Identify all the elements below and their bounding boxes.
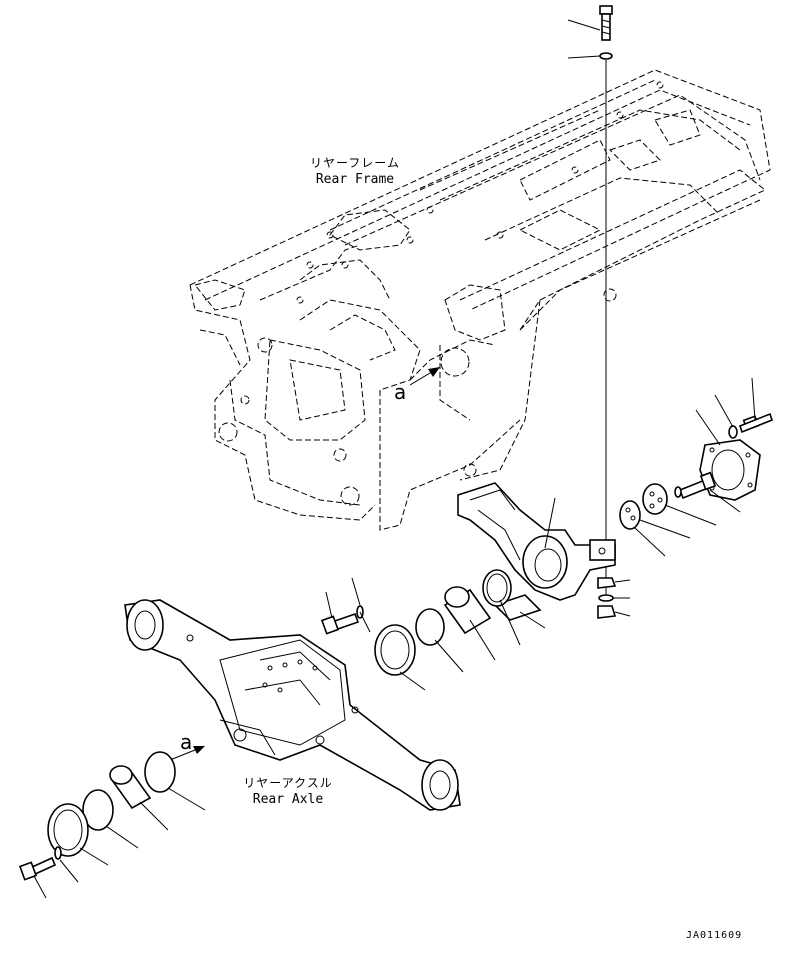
right-lower-washer [674,486,682,498]
top-washer [599,52,613,60]
rear-frame-label-en: Rear Frame [315,172,395,187]
washer-mid [598,594,614,602]
bolt-upper-left [320,612,360,635]
right-lower-bolt [678,471,717,500]
pivot-bracket [457,482,616,601]
leader-lines [33,19,756,899]
rear-frame-drawing [189,69,771,531]
retainer-lower [47,803,89,857]
bushing-upper [443,586,492,635]
view-arrow-upper [409,367,440,386]
shim-disk [642,483,668,515]
retainer-upper [374,624,416,676]
rear-axle-label-en: Rear Axle [252,792,324,807]
right-upper-bolt [739,412,773,434]
rear-axle-label-jp: リヤーアクスル [243,776,333,790]
view-marker-a-upper: a [394,380,407,404]
view-arrow-lower [169,746,205,761]
nut-lower [597,605,617,619]
right-cap-plate [699,439,761,501]
nut-upper [597,577,617,589]
rear-axle-drawing [124,599,461,811]
o-ring-lower-b [82,789,114,831]
o-ring-lower-a [144,751,176,793]
bushing-lower [109,765,152,810]
washer-lower-left [54,846,62,860]
rear-frame-label-jp: リヤーフレーム [310,156,400,170]
drawing-code: JA011609 [686,930,743,941]
top-bolt [599,5,613,41]
right-upper-washer [728,425,738,439]
view-marker-a-lower: a [180,730,193,754]
thrust-plate [619,500,641,530]
seal-ring-upper-a [482,569,512,607]
bolt-lower-left [18,856,57,881]
o-ring-upper [415,608,445,646]
